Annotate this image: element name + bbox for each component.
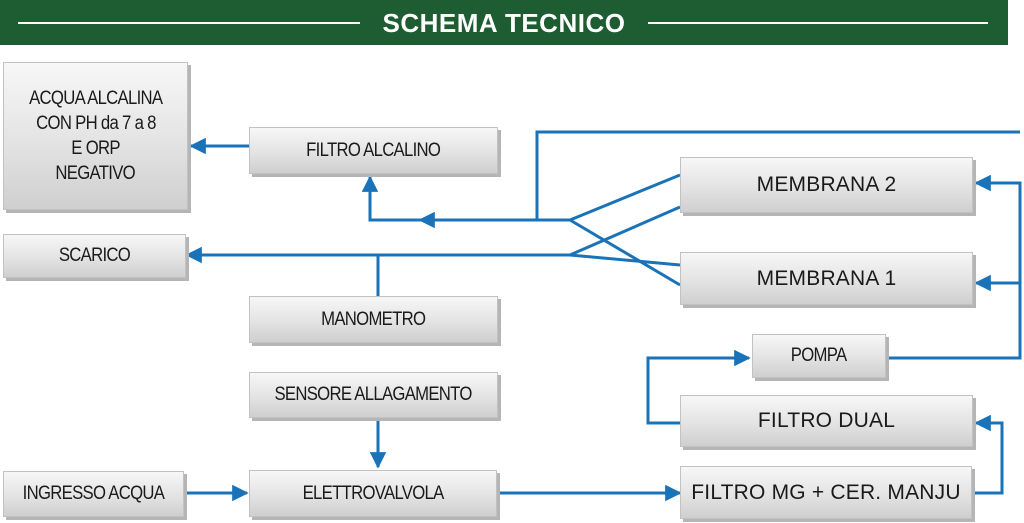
node-acqua-alcalina-line-4: NEGATIVO bbox=[55, 163, 136, 184]
node-manometro: MANOMETRO bbox=[249, 296, 498, 343]
node-membrana-2: MEMBRANA 2 bbox=[680, 157, 973, 213]
flow-pompa-to-membrane bbox=[886, 174, 1022, 360]
node-sensore-allagamento: SENSORE ALLAGAMENTO bbox=[249, 372, 498, 418]
header-rule-left bbox=[18, 22, 360, 24]
node-acqua-alcalina-line-3: E ORP bbox=[71, 138, 120, 159]
flow-filtro-dual-to-pompa bbox=[646, 349, 751, 425]
node-acqua-alcalina-line-2: CON PH da 7 a 8 bbox=[35, 113, 156, 134]
node-acqua-alcalina-line-1: ACQUA ALCALINA bbox=[28, 88, 163, 109]
node-pompa: POMPA bbox=[752, 334, 886, 378]
node-filtro-dual: FILTRO DUAL bbox=[680, 395, 973, 447]
node-elettrovalvola: ELETTROVALVOLA bbox=[249, 470, 497, 517]
node-membrana-1: MEMBRANA 1 bbox=[680, 252, 973, 305]
node-ingresso-acqua: INGRESSO ACQUA bbox=[3, 471, 184, 517]
node-filtro-mg: FILTRO MG + CER. MANJU bbox=[680, 466, 972, 519]
flow-loop-to-membrana-2 bbox=[535, 130, 1020, 220]
flow-filtro-mg-to-filtro-dual bbox=[972, 414, 1004, 495]
header-rule-right bbox=[648, 22, 988, 24]
node-filtro-alcalino: FILTRO ALCALINO bbox=[249, 127, 498, 174]
page-title: SCHEMA TECNICO bbox=[368, 8, 640, 38]
flow-membrane-to-scarico bbox=[185, 246, 681, 267]
header-bar: SCHEMA TECNICO bbox=[0, 0, 1008, 45]
flow-membrane-to-filtro-alcalino bbox=[361, 173, 681, 222]
flow-membrana-1-branch bbox=[569, 205, 681, 257]
flow-membrana-1-out bbox=[569, 218, 681, 287]
node-acqua-alcalina: ACQUA ALCALINA CON PH da 7 a 8 E ORP NEG… bbox=[3, 62, 188, 210]
node-scarico: SCARICO bbox=[3, 234, 186, 278]
